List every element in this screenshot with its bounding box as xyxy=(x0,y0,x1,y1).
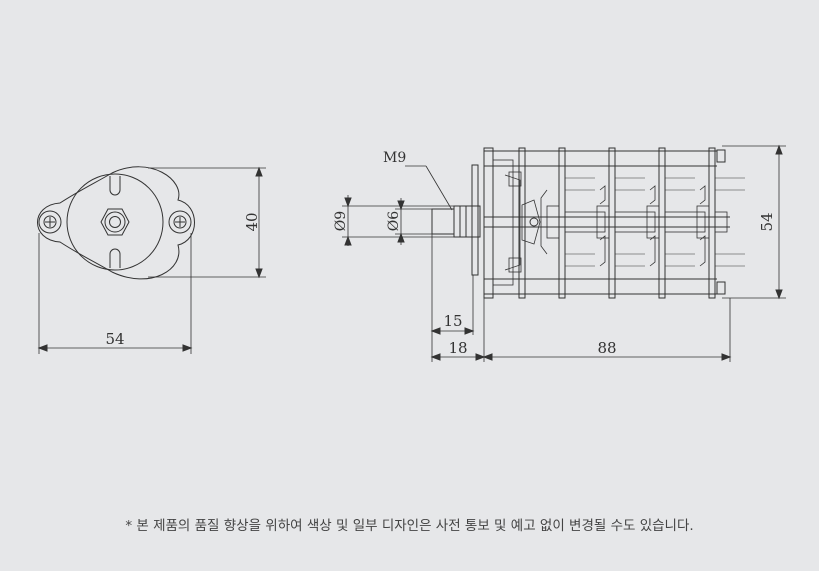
hex-nut xyxy=(100,208,130,236)
shaft xyxy=(431,208,455,235)
disclaimer-note: * 본 제품의 품질 향상을 위하여 색상 및 일부 디자인은 사전 통보 및 … xyxy=(125,518,694,534)
rotor-contacts xyxy=(540,185,728,267)
shaft-diameter-dim: Ø6 xyxy=(386,211,402,231)
deck-4 xyxy=(658,147,666,299)
front-width-dim: 54 xyxy=(105,330,124,348)
right-screw-icon xyxy=(173,215,187,229)
body-length-dim: 88 xyxy=(597,339,616,357)
bottom-slot xyxy=(109,248,121,268)
front-wafer xyxy=(483,147,494,299)
right-ear xyxy=(168,210,192,234)
shaft-end xyxy=(109,216,121,228)
top-slot xyxy=(109,176,121,196)
left-screw-icon xyxy=(43,215,57,229)
mounting-flange xyxy=(37,166,195,280)
deck-3 xyxy=(608,147,616,299)
body-circle xyxy=(66,173,164,271)
mounting-plate xyxy=(471,164,479,276)
shaft-length-dim: 15 xyxy=(443,312,462,330)
nut-bore xyxy=(104,211,126,233)
deck-1 xyxy=(518,147,526,299)
outer-diameter-dim: Ø9 xyxy=(333,211,349,231)
side-height-dim: 54 xyxy=(758,212,776,231)
front-view: 40 54 xyxy=(37,166,266,354)
deck-2 xyxy=(558,147,566,299)
left-ear xyxy=(38,210,62,234)
bushing-length-dim: 18 xyxy=(448,339,467,357)
terminal-lugs xyxy=(565,177,745,267)
thread-label: M9 xyxy=(383,150,406,166)
front-height-dim: 40 xyxy=(243,212,261,231)
bushing xyxy=(453,205,481,238)
deck-5 xyxy=(708,147,716,299)
side-view: M9 Ø9 Ø6 15 18 88 xyxy=(333,144,786,362)
